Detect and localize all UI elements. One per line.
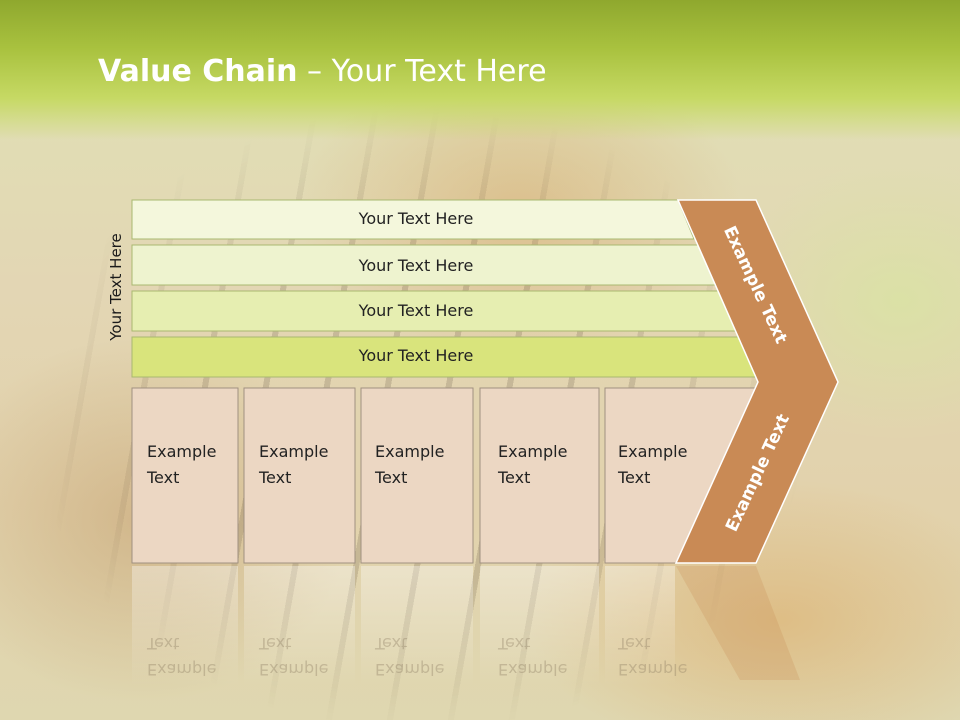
reflection-chevron (676, 566, 800, 680)
reflection-1 (132, 566, 238, 686)
bar-1-text: Your Text Here (358, 209, 474, 228)
bar-1 (131, 199, 695, 240)
bar-3-text: Your Text Here (358, 301, 474, 320)
reflection-4 (480, 566, 599, 686)
bar-2-text: Your Text Here (358, 256, 474, 275)
chevron-arrow (674, 199, 839, 564)
slide-title: Value Chain – Your Text Here (98, 54, 547, 89)
box-3 (360, 387, 474, 564)
box-2 (243, 387, 356, 564)
reflection-5 (605, 566, 675, 686)
reflection-2 (244, 566, 355, 686)
title-bold: Value Chain (98, 54, 298, 89)
title-rest: – Your Text Here (297, 54, 547, 89)
box-1 (131, 387, 239, 564)
box-4 (479, 387, 600, 564)
header-band (0, 0, 960, 140)
bar-4-text: Your Text Here (358, 346, 474, 365)
reflection-3 (361, 566, 473, 686)
